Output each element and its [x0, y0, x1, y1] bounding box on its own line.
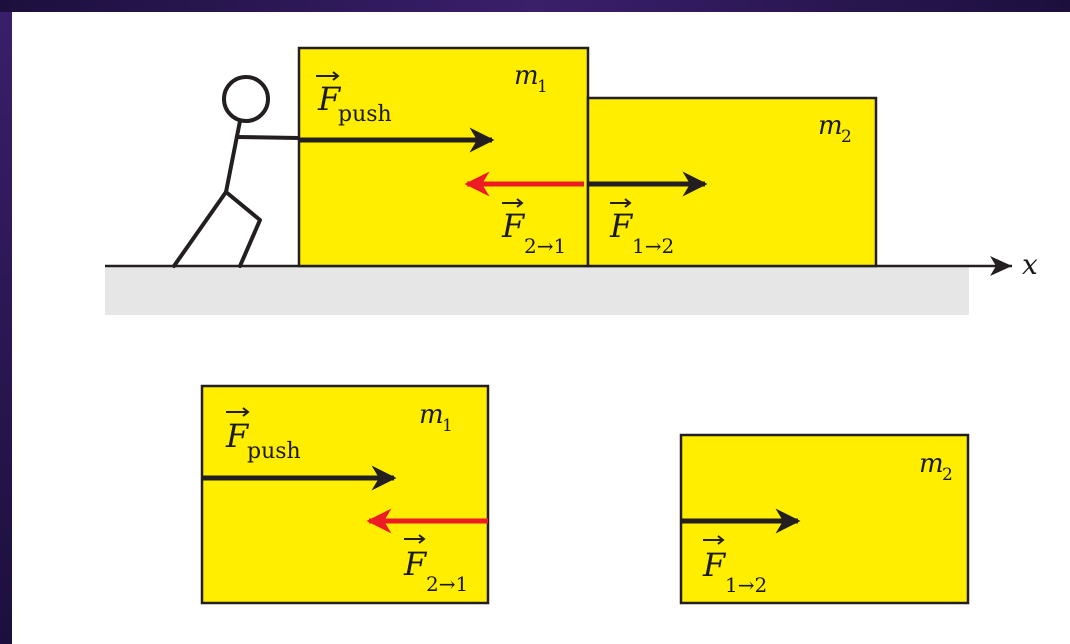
svg-text:1→2: 1→2: [632, 234, 674, 258]
free-body-m2-label: m 2: [919, 449, 953, 485]
vector-arrow-icon: [316, 71, 340, 81]
block-m1: [297, 46, 590, 268]
x-axis-label: x: [1022, 248, 1038, 281]
svg-text:1: 1: [442, 416, 453, 436]
vector-arrow-icon: [703, 535, 725, 545]
svg-text:1→2: 1→2: [725, 573, 767, 597]
vector-arrow-icon: [226, 407, 250, 417]
free-body-block-m1: [200, 384, 490, 605]
svg-text:2: 2: [942, 465, 953, 485]
svg-text:F: F: [403, 545, 428, 583]
slide-frame-top: [0, 0, 1070, 12]
svg-text:F: F: [702, 546, 727, 584]
svg-text:F: F: [609, 207, 634, 245]
m1-label: m 1: [514, 61, 548, 97]
f-2-on-1-label: F 2→1: [501, 198, 566, 258]
ground-surface: [105, 267, 969, 315]
free-body-m1-label: m 1: [419, 400, 453, 436]
svg-text:m: m: [818, 111, 843, 141]
svg-text:F: F: [225, 417, 250, 455]
f-1-on-2-label: F 1→2: [609, 198, 674, 258]
svg-text:F: F: [317, 80, 342, 118]
m2-label: m 2: [818, 111, 852, 147]
svg-text:1: 1: [537, 77, 548, 97]
svg-text:m: m: [514, 61, 539, 91]
svg-text:2→1: 2→1: [524, 234, 566, 258]
svg-text:F: F: [501, 207, 526, 245]
free-body-f-push-label: F push: [225, 407, 301, 464]
svg-text:push: push: [247, 439, 301, 464]
vector-arrow-icon: [502, 198, 524, 208]
slide-frame-left: [0, 0, 12, 644]
vector-arrow-icon: [404, 534, 426, 544]
svg-text:2: 2: [841, 127, 852, 147]
free-body-f-2-on-1-label: F 2→1: [403, 534, 468, 596]
f-push-label: F push: [316, 71, 392, 127]
stick-figure-pushing-icon: [172, 75, 301, 268]
vector-arrow-icon: [610, 198, 632, 208]
free-body-f-1-on-2-label: F 1→2: [702, 535, 767, 597]
svg-text:push: push: [338, 102, 392, 127]
x-axis-arrowhead-icon: [990, 256, 1012, 276]
svg-text:2→1: 2→1: [426, 572, 468, 596]
svg-text:m: m: [419, 400, 444, 430]
svg-text:m: m: [919, 449, 944, 479]
